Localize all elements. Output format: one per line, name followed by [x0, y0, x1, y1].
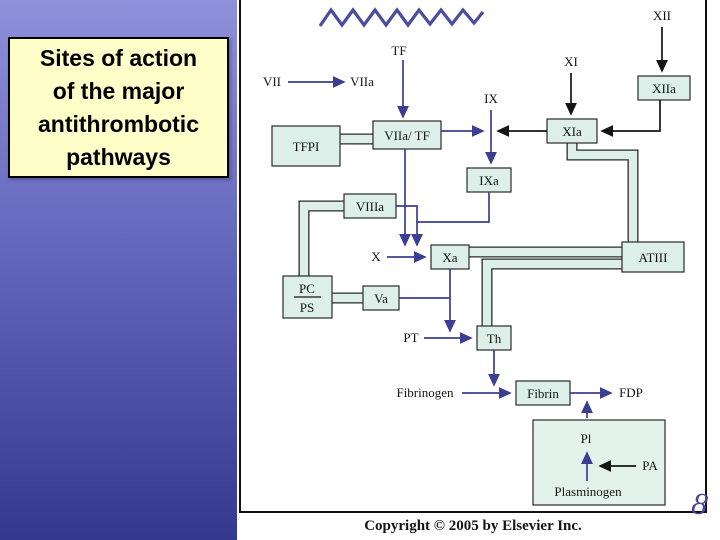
title-line-2: of the major: [52, 77, 185, 104]
label-ixa: IXa: [479, 173, 499, 188]
tube-outline: [298, 200, 345, 277]
copyright-text: Copyright © 2005 by Elsevier Inc.: [364, 518, 582, 534]
box-th: [476, 325, 512, 351]
box-xia: [546, 118, 598, 144]
label-xi: XI: [564, 54, 578, 69]
tube-fill: [299, 201, 345, 277]
coagulation-pathway-diagram: TF VII VIIa IX XI XII X PT Fibrinogen FD…: [239, 0, 707, 513]
label-pc: PC: [299, 281, 315, 296]
box-xiia: [637, 75, 691, 101]
label-xii: XII: [653, 8, 671, 23]
box-viia-tf: [372, 120, 442, 150]
label-plasminogen: Plasminogen: [554, 484, 622, 499]
arrow-xiia-activates-xi: [600, 100, 661, 137]
title-line-1: Sites of action: [39, 44, 198, 71]
label-va: Va: [374, 291, 388, 306]
label-viia-tf: VIIa/ TF: [384, 128, 430, 143]
label-ix: IX: [484, 91, 498, 106]
label-vii: VII: [263, 74, 281, 89]
arrow-ixa-activates-x: [411, 192, 490, 247]
label-xia: XIa: [562, 124, 582, 139]
tube-atiii-inhibits-thrombin: [481, 258, 623, 328]
label-fibrinogen: Fibrinogen: [396, 385, 454, 400]
box-atiii: [621, 241, 685, 273]
label-fibrin: Fibrin: [527, 386, 559, 401]
label-x: X: [371, 249, 381, 264]
tube-pcps-inhibits-viiia: [298, 200, 345, 277]
tube-fill: [567, 142, 638, 243]
label-viiia: VIIIa: [356, 199, 384, 214]
box-ixa: [466, 167, 512, 193]
contact-surface-zigzag: [318, 7, 485, 28]
tube-fill: [482, 259, 623, 328]
box-tfpi: [271, 125, 341, 167]
figure-border: [239, 0, 707, 513]
box-va: [362, 285, 400, 311]
label-pa: PA: [642, 458, 658, 473]
line-viiia-cofactor-join: [396, 205, 418, 222]
title-line-3: antithrombotic: [38, 110, 199, 137]
label-xa: Xa: [442, 250, 457, 265]
label-th: Th: [487, 331, 502, 346]
slide-title-box: Sites of action of the major antithrombo…: [8, 37, 229, 178]
label-pt: PT: [403, 330, 418, 345]
box-fibrin: [515, 380, 571, 406]
title-line-4: pathways: [66, 143, 171, 170]
label-fdp: FDP: [619, 385, 643, 400]
label-xiia: XIIa: [652, 81, 676, 96]
label-plasmin: Pl: [581, 431, 592, 446]
label-tfpi: TFPI: [293, 139, 320, 154]
box-viiia: [343, 193, 397, 219]
tube-atiii-inhibits-xia: [566, 142, 639, 243]
label-viia: VIIa: [350, 74, 374, 89]
label-ps: PS: [300, 300, 314, 315]
label-atiii: ATIII: [639, 250, 668, 265]
tube-outline: [481, 258, 623, 328]
label-tf: TF: [391, 43, 406, 58]
